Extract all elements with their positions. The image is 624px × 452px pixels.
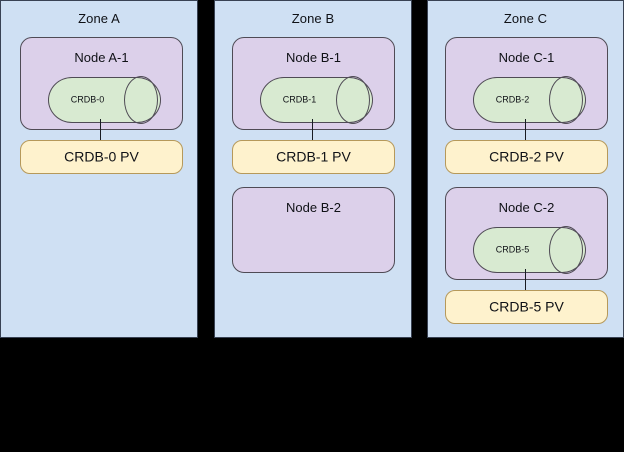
database-cylinder-crdb-1[interactable]: CRDB-1 [260, 76, 373, 124]
zone-b-title: Zone B [291, 11, 335, 26]
pv-crdb-5[interactable]: CRDB-5 PV [445, 290, 608, 324]
connector-node-c-2-to-crdb-5-pv [525, 269, 526, 291]
node-c-1[interactable]: Node C-1 CRDB-2 [445, 37, 608, 130]
zone-a[interactable]: Zone A Node A-1 CRDB-0 CRDB-0 PV [0, 0, 198, 338]
node-b-2[interactable]: Node B-2 [232, 187, 395, 273]
database-label-crdb-2: CRDB-2 [495, 94, 530, 105]
zone-a-title: Zone A [78, 11, 120, 26]
node-c-2[interactable]: Node C-2 CRDB-5 [445, 187, 608, 280]
pv-crdb-2[interactable]: CRDB-2 PV [445, 140, 608, 174]
pv-crdb-5-label: CRDB-5 PV [489, 298, 564, 315]
node-b-2-title: Node B-2 [286, 200, 341, 215]
node-c-1-title: Node C-1 [498, 50, 555, 65]
connector-node-b-1-to-crdb-1-pv [312, 119, 313, 141]
node-b-1-title: Node B-1 [286, 50, 341, 65]
database-label-crdb-0: CRDB-0 [70, 94, 105, 105]
pv-crdb-0-label: CRDB-0 PV [64, 148, 139, 165]
database-cylinder-crdb-5[interactable]: CRDB-5 [473, 226, 586, 274]
connector-node-a-1-to-crdb-0-pv [100, 119, 101, 141]
zone-b[interactable]: Zone B Node B-1 CRDB-1 CRDB-1 PV Node B-… [214, 0, 412, 338]
database-label-crdb-1: CRDB-1 [282, 94, 317, 105]
database-cylinder-crdb-2[interactable]: CRDB-2 [473, 76, 586, 124]
connector-node-c-1-to-crdb-2-pv [525, 119, 526, 141]
database-label-crdb-5: CRDB-5 [495, 244, 530, 255]
database-cylinder-crdb-0[interactable]: CRDB-0 [48, 76, 161, 124]
node-b-1[interactable]: Node B-1 CRDB-1 [232, 37, 395, 130]
cylinder-cap-ellipse [549, 76, 583, 124]
pv-crdb-1-label: CRDB-1 PV [276, 148, 351, 165]
zone-c-title: Zone C [503, 11, 548, 26]
cylinder-cap-ellipse [124, 76, 158, 124]
node-c-2-title: Node C-2 [498, 200, 555, 215]
pv-crdb-1[interactable]: CRDB-1 PV [232, 140, 395, 174]
node-a-1[interactable]: Node A-1 CRDB-0 [20, 37, 183, 130]
cylinder-cap-ellipse [336, 76, 370, 124]
pv-crdb-0[interactable]: CRDB-0 PV [20, 140, 183, 174]
pv-crdb-2-label: CRDB-2 PV [489, 148, 564, 165]
cylinder-cap-ellipse [549, 226, 583, 274]
node-a-1-title: Node A-1 [74, 50, 129, 65]
zone-c[interactable]: Zone C Node C-1 CRDB-2 CRDB-2 PV Node C-… [427, 0, 624, 338]
